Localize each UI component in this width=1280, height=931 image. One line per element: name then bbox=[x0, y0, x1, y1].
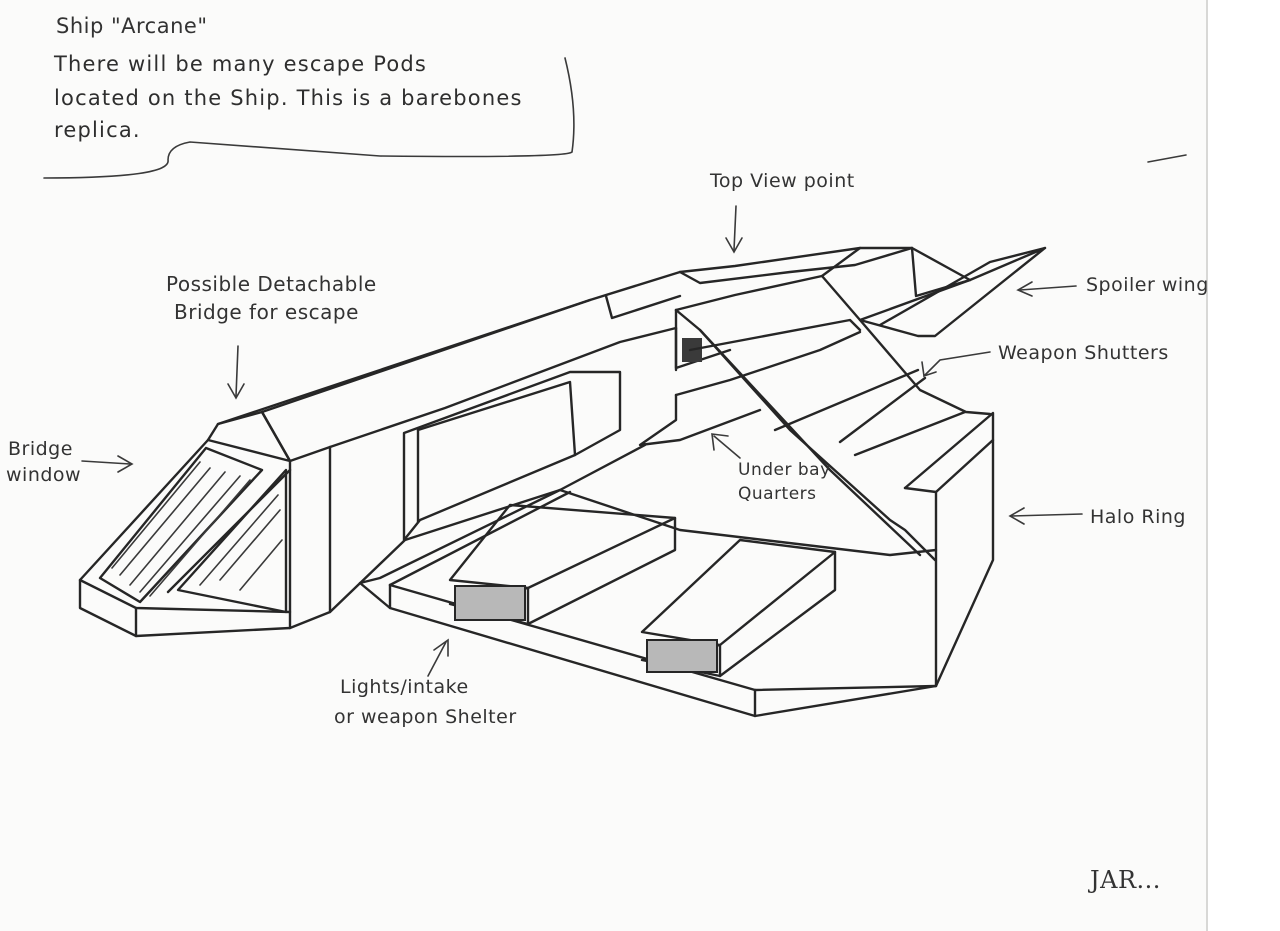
label-top-view-point: Top View point bbox=[710, 170, 855, 192]
label-lights-1: Lights/intake bbox=[340, 676, 469, 698]
bay-pods bbox=[450, 505, 835, 676]
arrow-top-view bbox=[726, 206, 742, 252]
central-ramp bbox=[640, 276, 990, 560]
label-lights-2: or weapon Shelter bbox=[334, 706, 517, 728]
label-weapon-shutters: Weapon Shutters bbox=[998, 342, 1169, 364]
bridge-window bbox=[100, 448, 286, 612]
arrow-spoiler bbox=[1018, 282, 1076, 296]
ship-drawing bbox=[0, 0, 1206, 931]
label-detachable-bridge-2: Bridge for escape bbox=[174, 300, 359, 324]
scan-edge bbox=[1206, 0, 1280, 931]
signature: JAR... bbox=[1090, 866, 1161, 894]
label-bridge-window-1: Bridge bbox=[8, 438, 73, 460]
note-line-2: located on the Ship. This is a barebones bbox=[54, 86, 523, 110]
arrow-weapon-shutters bbox=[922, 352, 990, 376]
stray-mark bbox=[1148, 155, 1186, 162]
label-bridge-window-2: window bbox=[6, 464, 81, 486]
label-detachable-bridge-1: Possible Detachable bbox=[166, 272, 377, 296]
label-halo-ring: Halo Ring bbox=[1090, 506, 1186, 528]
arrow-bridge bbox=[228, 346, 244, 398]
note-line-1: There will be many escape Pods bbox=[54, 52, 427, 76]
label-spoiler-wing: Spoiler wing bbox=[1086, 274, 1209, 296]
label-under-bay-2: Quarters bbox=[738, 484, 817, 504]
arrow-halo-ring bbox=[1010, 508, 1082, 524]
note-line-3: replica. bbox=[54, 118, 141, 142]
spoiler-wing bbox=[860, 248, 1045, 336]
arrow-lights bbox=[428, 640, 448, 676]
arrow-under-bay bbox=[712, 434, 740, 458]
bridge-nose bbox=[80, 412, 290, 636]
label-under-bay-1: Under bay bbox=[738, 460, 831, 480]
note-title: Ship "Arcane" bbox=[56, 14, 207, 38]
arrow-bridge-window bbox=[82, 456, 132, 472]
